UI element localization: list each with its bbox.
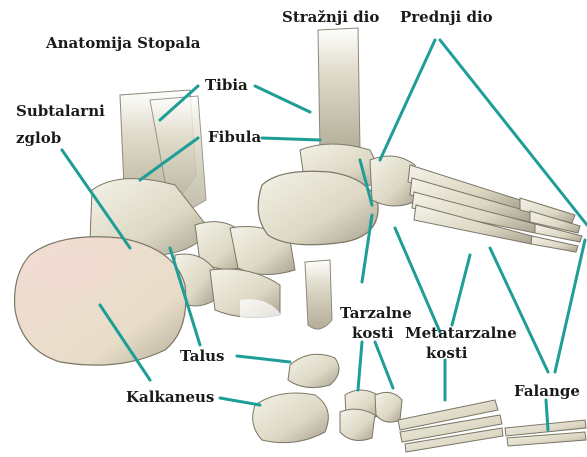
leader-tarzalne-b (375, 342, 393, 388)
leader-tibia-right (255, 86, 310, 112)
label-tarzalne-kosti: kosti (352, 324, 394, 342)
label-kalkaneus: Kalkaneus (126, 388, 214, 406)
label-metatarzalne: Metatarzalne (405, 324, 517, 342)
label-tarzalne: Tarzalne (340, 304, 412, 322)
label-falange: Falange (514, 382, 580, 400)
leader-tarzalne-a (358, 342, 362, 390)
label-prednji-dio: Prednji dio (400, 8, 493, 26)
label-talus: Talus (180, 347, 225, 365)
diagram-title: Anatomija Stopala (45, 34, 201, 52)
leader-falange-b (555, 240, 585, 372)
leader-kalkaneus-small (220, 398, 260, 405)
label-metatarzalne-kosti: kosti (426, 344, 468, 362)
leader-falange-c (546, 400, 548, 430)
leader-talus-small (237, 356, 290, 362)
leader-prednji-left (380, 40, 435, 160)
label-fibula: Fibula (208, 128, 261, 146)
leader-falange-a (490, 248, 548, 372)
label-subtalarni: Subtalarni (16, 102, 105, 120)
label-zglob: zglob (16, 129, 61, 147)
label-tibia: Tibia (205, 76, 248, 94)
exploded-bones-illustration (253, 260, 586, 452)
label-straznji-dio: Stražnji dio (282, 8, 379, 26)
leader-fibula-right (262, 138, 320, 140)
leader-metatarzalne-b (452, 255, 470, 325)
